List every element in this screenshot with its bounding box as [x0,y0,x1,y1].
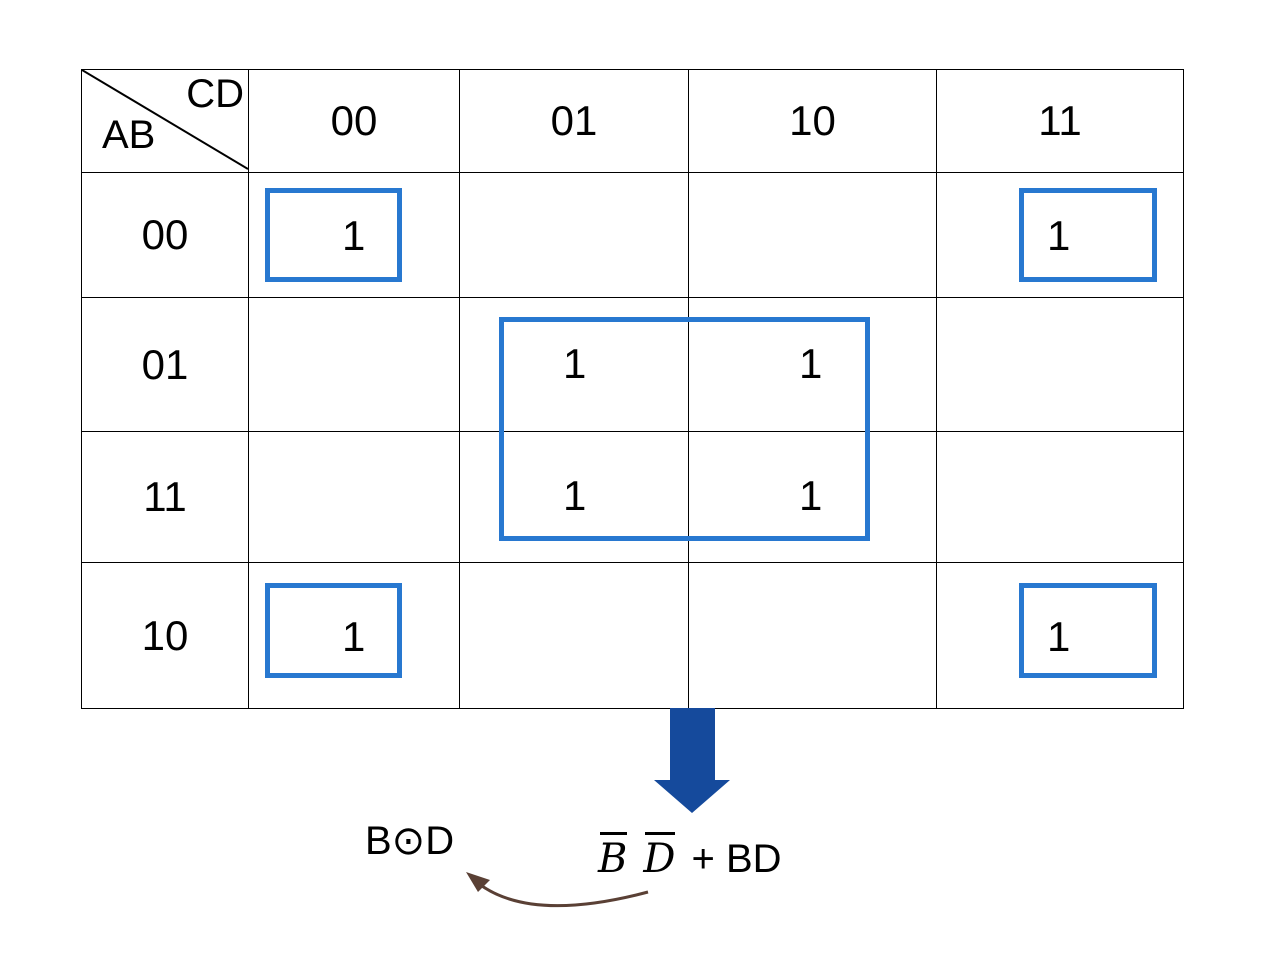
kmap-cell: 1 [248,562,460,709]
kmap-cell: 1 [936,172,1184,298]
curved-arrow-head [466,872,490,892]
kmap-cell [936,297,1184,432]
diagonal-divider [82,70,248,170]
kmap-cell: 1 [248,172,460,298]
col-variable-label: CD [186,72,244,116]
kmap-cell: 1 [936,562,1184,709]
row-variable-label: AB [102,113,156,157]
row-header: 10 [81,562,249,709]
cell-value: 1 [799,472,823,519]
kmap-cell [248,431,460,563]
down-arrow [654,708,730,813]
kmap-cell [459,172,689,298]
kmap-row: 10 1 1 [81,562,1184,709]
cell-value: 1 [342,212,366,259]
xnor-result: B⊙D [365,819,455,863]
kmap-cell: 1 [459,297,689,432]
cell-value: 1 [563,340,587,387]
kmap-cell [936,431,1184,563]
cell-value: 1 [342,613,366,660]
header-row: CD AB 00 01 10 11 [81,69,1184,173]
col-header: 00 [248,69,460,173]
cell-value: 1 [1047,212,1071,259]
karnaugh-map: CD AB 00 01 10 11 00 1 1 01 1 1 11 1 1 1… [81,69,1184,709]
kmap-cell [688,562,937,709]
curved-arrow [466,872,649,907]
corner-cell: CD AB [81,69,249,173]
kmap-cell [688,172,937,298]
row-header: 11 [81,431,249,563]
cell-value: 1 [799,340,823,387]
kmap-row: 00 1 1 [81,172,1184,298]
kmap-cell: 1 [688,431,937,563]
kmap-row: 11 1 1 [81,431,1184,563]
kmap-cell [248,297,460,432]
row-header: 00 [81,172,249,298]
kmap-row: 01 1 1 [81,297,1184,432]
col-header: 01 [459,69,689,173]
col-header: 11 [936,69,1184,173]
down-arrow-shape [654,708,730,813]
col-header: 10 [688,69,937,173]
d-bar-term: D [643,832,676,882]
curved-arrow-path [481,884,649,907]
cell-value: 1 [563,472,587,519]
bd-term: + BD [691,837,782,881]
kmap-cell: 1 [459,431,689,563]
kmap-cell: 1 [688,297,937,432]
b-bar-term: B [598,832,628,882]
row-header: 01 [81,297,249,432]
cell-value: 1 [1047,613,1071,660]
kmap-cell [459,562,689,709]
